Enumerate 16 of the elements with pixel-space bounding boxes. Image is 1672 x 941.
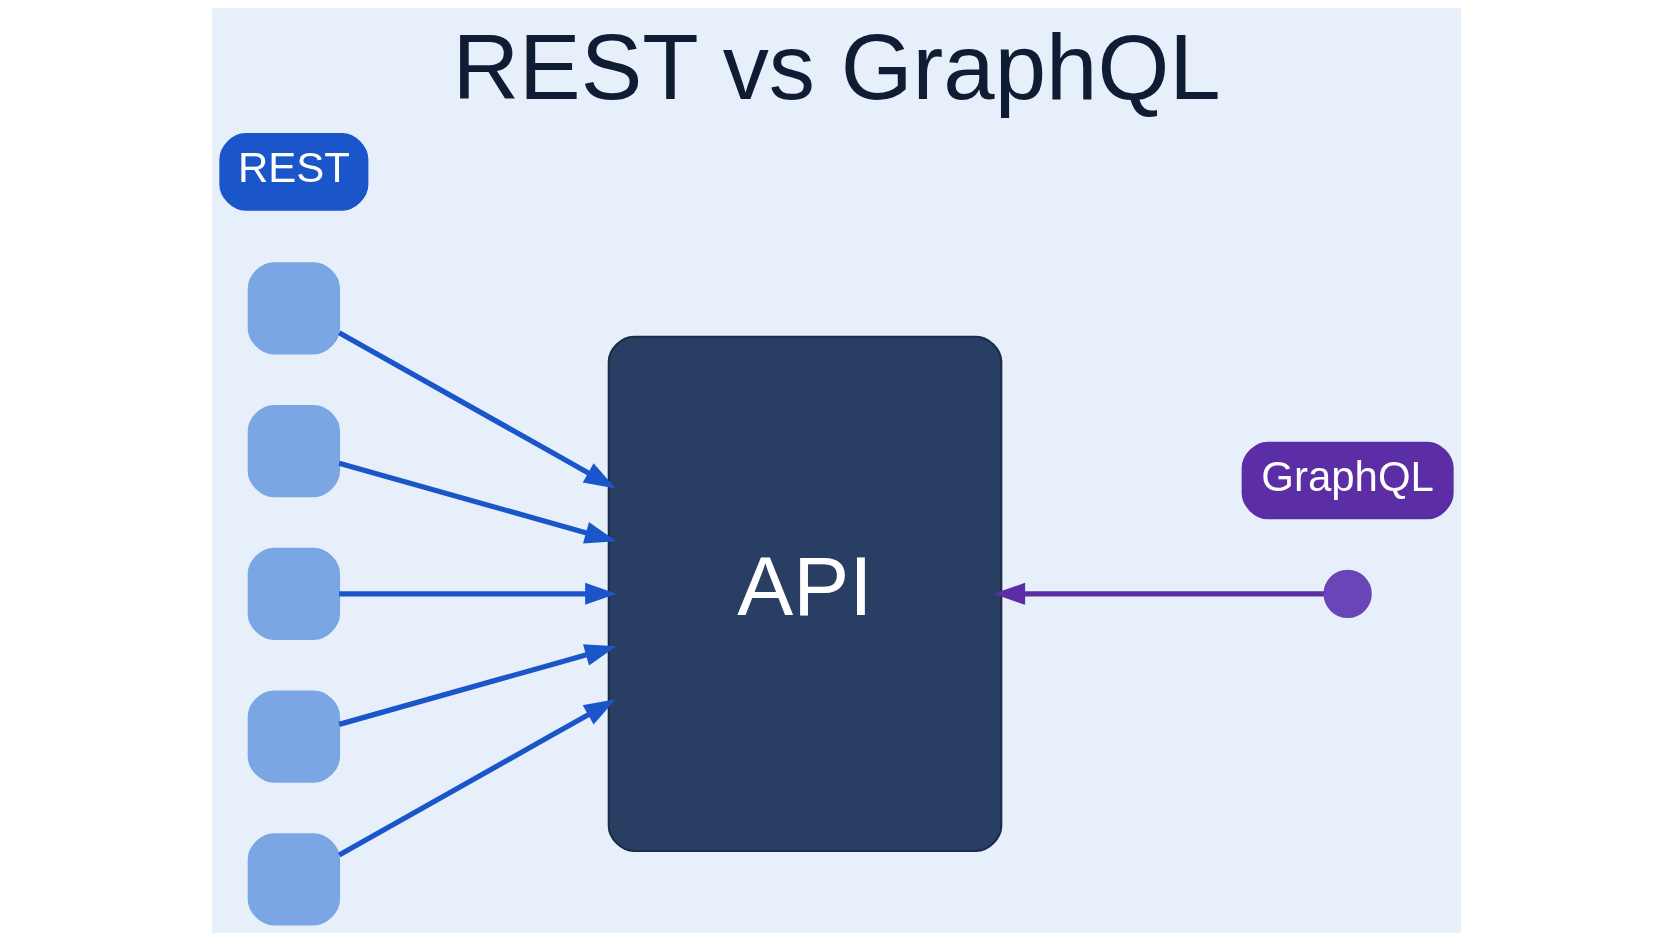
- node-box: [247, 404, 340, 498]
- node-box: [247, 262, 340, 355]
- node-box: GraphQL: [1241, 441, 1454, 520]
- node-box: [247, 547, 340, 640]
- node-box: [247, 833, 340, 926]
- node-box: [247, 690, 340, 783]
- arrow: [338, 582, 617, 605]
- arrow: [338, 644, 616, 727]
- arrow: [993, 582, 1324, 605]
- diagram-title: REST vs GraphQL: [451, 14, 1221, 119]
- arrow: [337, 330, 616, 489]
- arrow: [337, 699, 616, 858]
- node-box: API: [607, 335, 1002, 852]
- arrow: [338, 460, 616, 544]
- node-circle: [1323, 569, 1372, 618]
- node-box: REST: [218, 133, 368, 211]
